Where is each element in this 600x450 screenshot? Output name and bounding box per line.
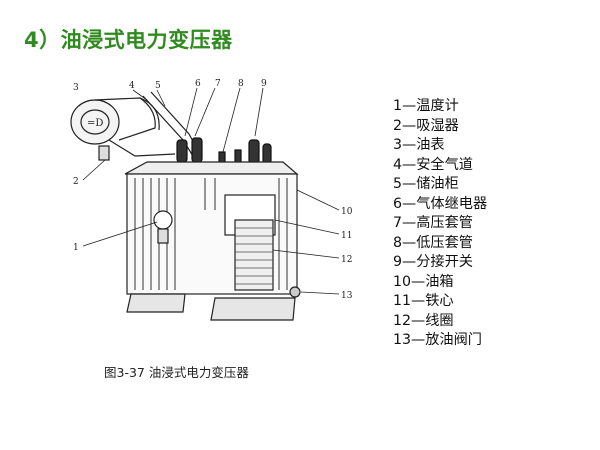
slide-title: 4）油浸式电力变压器 xyxy=(24,28,233,52)
callout-number: 12 xyxy=(341,255,352,265)
legend-item: 10—油箱 xyxy=(393,273,454,290)
callout-number: 5 xyxy=(155,81,161,91)
legend-item: 12—线圈 xyxy=(393,312,454,329)
callout-number: 3 xyxy=(73,83,79,93)
legend-item: 3—油表 xyxy=(393,137,445,153)
legend-item: 7—高压套管 xyxy=(393,215,473,231)
legend-item: 9—分接开关 xyxy=(393,254,473,270)
component-legend: 1—温度计 2—吸湿器 3—油表 4—安全气道 5—储油柜 6—气体继电器 7—… xyxy=(393,97,487,351)
legend-item: 5—储油柜 xyxy=(393,176,459,192)
callout-number: 11 xyxy=(341,231,352,241)
svg-text:=D: =D xyxy=(87,118,103,129)
figure-caption: 图3-37 油浸式电力变压器 xyxy=(104,365,249,380)
legend-item: 6—气体继电器 xyxy=(393,195,488,212)
transformer-drawing: =D xyxy=(70,79,353,321)
callout-number: 7 xyxy=(215,79,221,89)
legend-item: 13—放油阀门 xyxy=(393,332,482,348)
callout-number: 10 xyxy=(341,207,353,217)
callout-number: 8 xyxy=(238,79,244,89)
transformer-illustration: =D xyxy=(65,70,365,345)
legend-item: 8—低压套管 xyxy=(393,234,473,251)
legend-item: 1—温度计 xyxy=(393,98,459,114)
legend-item: 2—吸湿器 xyxy=(393,117,459,134)
legend-item: 11—铁心 xyxy=(393,293,454,309)
callout-number: 13 xyxy=(341,291,353,301)
callout-number: 2 xyxy=(73,177,79,187)
callout-number: 1 xyxy=(73,243,79,253)
callout-number: 9 xyxy=(261,79,267,89)
legend-item: 4—安全气道 xyxy=(393,156,473,173)
callout-number: 4 xyxy=(129,81,135,91)
callout-number: 6 xyxy=(195,79,201,89)
